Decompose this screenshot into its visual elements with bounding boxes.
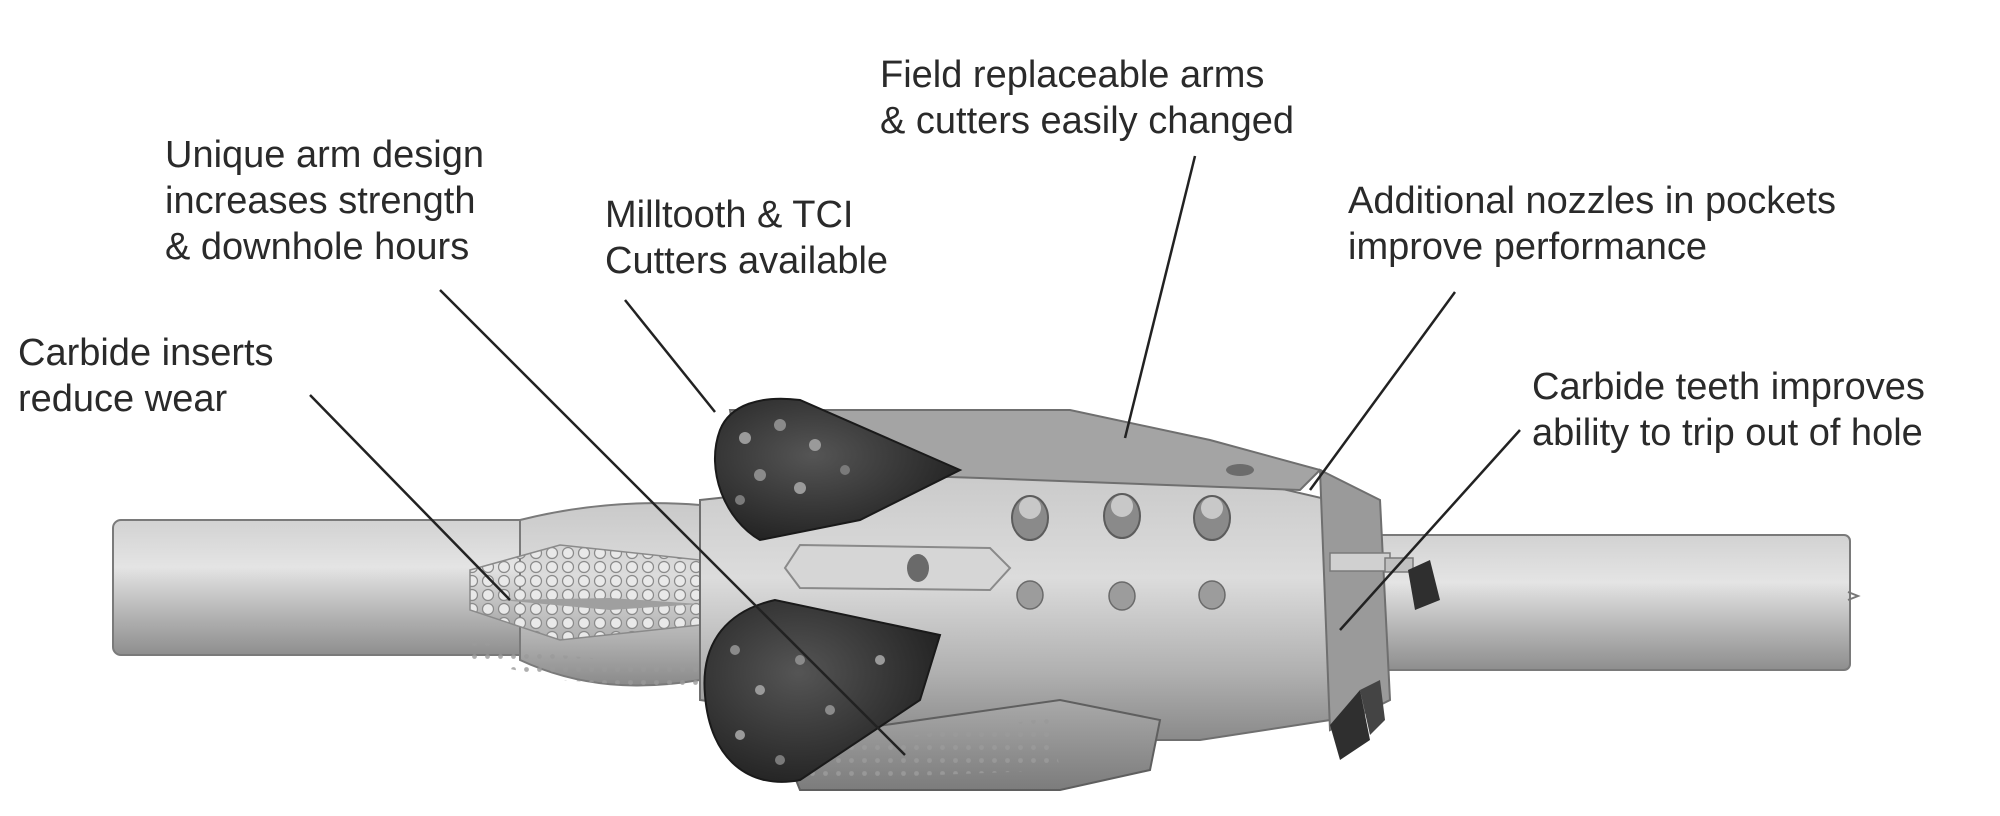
lower-arm [778,698,1162,791]
callout-carbide-teeth: Carbide teeth improves ability to trip o… [1532,364,1925,456]
leader-additional-nozzles [1308,291,1457,491]
leader-milltooth [624,299,716,413]
callout-line: Milltooth & TCI [605,194,854,236]
upper-cone-cutter [714,397,963,542]
callout-line: Carbide teeth improves [1532,366,1925,408]
callout-unique-arm: Unique arm design increases strength & d… [165,132,484,270]
callout-line: improve performance [1348,226,1708,268]
callout-line: & cutters easily changed [880,100,1295,142]
callout-additional-nozzles: Additional nozzles in pockets improve pe… [1348,178,1836,270]
callout-line: increases strength [165,180,476,222]
leader-lines [309,155,1521,756]
callout-line: Additional nozzles in pockets [1348,180,1836,222]
right-pipe-section [1359,534,1861,671]
callout-line: Field replaceable arms [880,54,1265,96]
carbide-teeth [1330,560,1440,760]
callout-field-replaceable: Field replaceable arms & cutters easily … [880,52,1294,144]
callout-line: Cutters available [605,240,889,282]
callout-line: ability to trip out of hole [1532,412,1923,454]
leader-field-replaceable [1123,155,1197,439]
leader-unique-arm [439,289,906,756]
callout-line: Carbide inserts [18,332,274,374]
leader-carbide-teeth [1339,429,1521,631]
lower-cone-cutter [703,598,942,783]
callout-line: & downhole hours [165,226,470,268]
carbide-insert-taper [469,502,701,690]
callout-line: reduce wear [18,378,228,420]
callout-milltooth: Milltooth & TCI Cutters available [605,192,888,284]
callout-carbide-inserts: Carbide inserts reduce wear [18,330,274,422]
nozzle-row-top [1011,493,1231,541]
leader-carbide-inserts [309,394,511,601]
nozzle-row-bottom [1016,580,1226,611]
callout-line: Unique arm design [165,134,484,176]
